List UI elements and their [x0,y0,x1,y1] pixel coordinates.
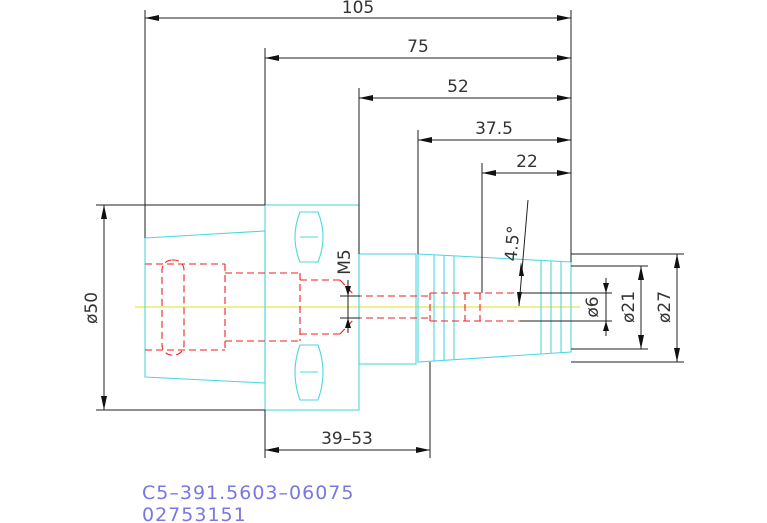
dim-39-53-label: 39–53 [321,429,373,449]
part-number: C5–391.5603–06075 [142,482,354,504]
diameter-21-label: ø21 [619,291,639,323]
thread-dimension: M5 [335,249,360,333]
diameter-6-label: ø6 [583,296,603,317]
taper-angle-dimension: 4.5° [502,199,529,307]
dim-105-label: 105 [342,0,374,18]
part-code: 02753151 [142,504,247,523]
hidden-lines [145,259,520,356]
length-dimensions: 105 75 52 37.5 22 39–53 [144,0,572,458]
part-outline [144,204,572,411]
angle-label: 4.5° [502,225,525,262]
dim-75-label: 75 [407,37,429,57]
dim-37-5-label: 37.5 [475,119,513,139]
diameter-50-dimension: ø50 [82,204,265,411]
diameter-27-label: ø27 [655,291,675,323]
diameter-50-label: ø50 [82,292,102,324]
dim-52-label: 52 [447,77,469,97]
right-diameter-dimensions: ø6 ø21 ø27 [520,253,684,363]
dim-22-label: 22 [516,152,538,172]
thread-label: M5 [335,249,355,274]
